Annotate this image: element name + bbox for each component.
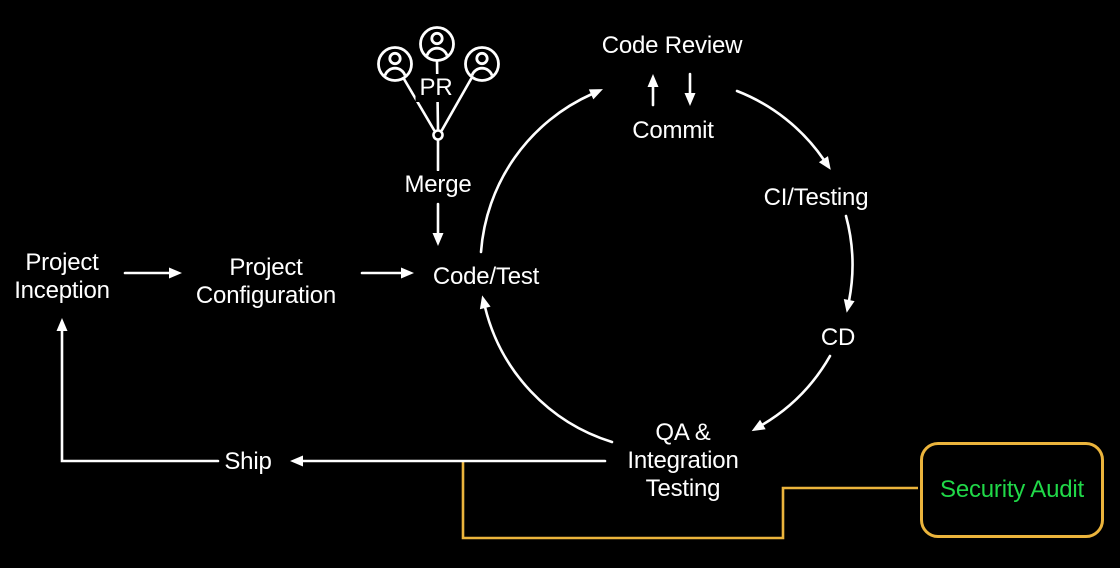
user-icon-left	[377, 46, 413, 82]
security-audit-box: Security Audit	[920, 442, 1104, 538]
merge-junction-dot	[432, 129, 444, 141]
pr-line-left	[402, 77, 436, 132]
node-code-review: Code Review	[601, 32, 743, 59]
user-icon-right	[464, 46, 500, 82]
arc-citesting-to-cd	[843, 214, 855, 313]
node-ci-testing: CI/Testing	[763, 184, 869, 211]
arc-cd-to-qa	[751, 354, 832, 432]
arc-qa-to-codetest	[479, 295, 614, 444]
node-pr-label: PR	[415, 74, 457, 102]
node-project-inception: Project Inception	[14, 249, 110, 304]
node-merge-label: Merge	[400, 171, 476, 199]
node-ship: Ship	[224, 448, 272, 475]
node-project-configuration: Project Configuration	[195, 254, 337, 309]
security-audit-connector	[461, 461, 918, 540]
node-security-audit: Security Audit	[940, 476, 1084, 503]
arc-codereview-to-citesting	[735, 89, 831, 170]
arc-codetest-to-codereview	[479, 89, 603, 254]
node-cd: CD	[820, 324, 856, 351]
node-code-test: Code/Test	[432, 263, 540, 290]
node-commit: Commit	[632, 117, 714, 144]
node-qa-integration-testing: QA & Integration Testing	[627, 419, 739, 502]
user-icon-center	[419, 26, 455, 62]
arrow-ship-to-inception	[56, 318, 220, 463]
pr-line-right	[440, 77, 473, 132]
